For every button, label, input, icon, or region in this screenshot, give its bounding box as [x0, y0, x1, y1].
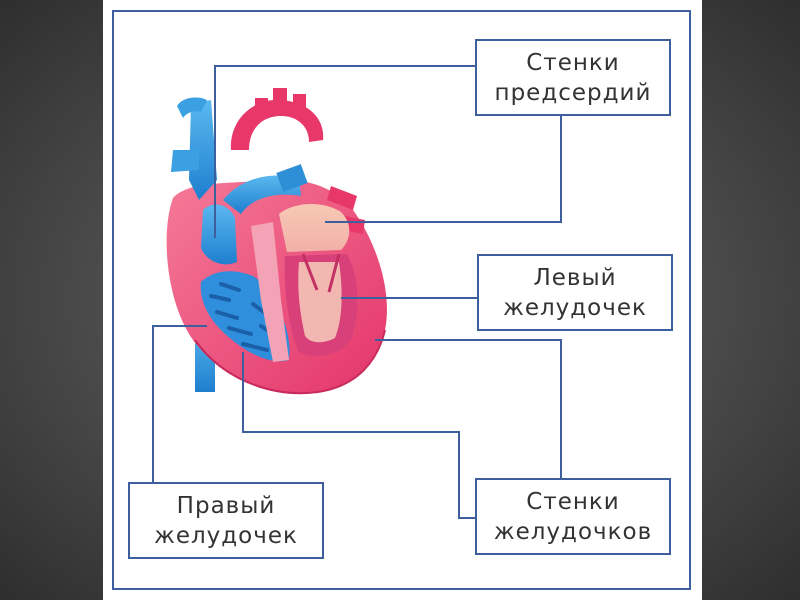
connector-ventricle-walls: [375, 339, 562, 478]
label-left-ventricle-line2: желудочек: [503, 294, 647, 321]
diagram-frame: [112, 10, 691, 590]
aorta-branch: [293, 94, 306, 112]
right-atrium: [201, 204, 237, 265]
vena-cava-branch: [171, 150, 199, 172]
connector-atrial-walls-2: [325, 114, 562, 223]
label-ventricle-walls-line1: Стенки: [526, 488, 620, 515]
septum: [251, 222, 289, 362]
heart-diagram: [152, 65, 562, 519]
right-ventricle-texture: [209, 282, 281, 352]
label-right-ventricle-line1: Правый: [176, 492, 276, 519]
pulmonary-vein: [327, 186, 357, 210]
slide: Стенки предсердий Левый желудочек Правый…: [103, 0, 702, 600]
connector-ventricle-walls-2: [242, 352, 477, 519]
label-ventricle-walls: Стенки желудочков: [475, 478, 671, 555]
label-atrial-walls-line1: Стенки: [526, 49, 620, 76]
label-left-ventricle-line1: Левый: [533, 264, 617, 291]
aorta: [230, 99, 324, 150]
left-atrium: [279, 203, 350, 252]
label-atrial-walls: Стенки предсердий: [475, 39, 671, 116]
connector-lines: [152, 65, 562, 519]
connector-atrial-walls: [214, 65, 475, 238]
label-right-ventricle-line2: желудочек: [154, 522, 298, 549]
label-left-ventricle: Левый желудочек: [477, 254, 673, 331]
label-right-ventricle: Правый желудочек: [128, 482, 324, 559]
aorta-branch: [255, 98, 268, 114]
label-ventricle-walls-line2: желудочков: [493, 518, 653, 545]
pulmonary-branch: [276, 164, 308, 192]
mitral-valve: [301, 253, 341, 293]
aorta-branch: [273, 88, 287, 108]
vena-cava-branch: [177, 97, 207, 118]
connector-right-ventricle: [152, 325, 207, 482]
ventricle-wall-outline: [194, 329, 386, 395]
superior-vena-cava: [189, 100, 217, 200]
label-atrial-walls-line2: предсердий: [494, 79, 652, 106]
